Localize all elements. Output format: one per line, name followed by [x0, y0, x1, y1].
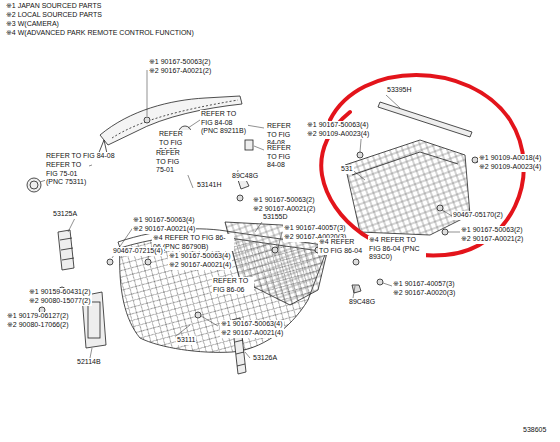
callout-number: ※1 90167-50063(4) [220, 320, 284, 329]
callout-number: ※1 90167-50063(4) [306, 121, 370, 130]
callout-number: ※1 90179-06127(2) [6, 312, 70, 321]
callout-number: ※2 90167-A0021(4) [132, 225, 196, 234]
figure-reference: REFER TO FIG 86-06 [212, 277, 254, 294]
callout-number: ※2 90109-A0023(4) [306, 130, 370, 139]
callout-number: 53141H [196, 181, 223, 190]
callout-number: ※2 90167-A0021(2) [460, 235, 524, 244]
callout-number: ※2 90080-15077(2) [28, 297, 92, 306]
callout-number: ※2 90167-A0021(4) [168, 261, 232, 270]
callout-number: 53111 [176, 336, 196, 345]
callout-number: ※2 90167-A0021(2) [148, 67, 212, 76]
figure-reference: REFER TO FIG 75-01 [155, 149, 191, 175]
callout-number: 53125A [52, 210, 78, 219]
callout-number: ※1 90167-40057(3) [283, 224, 347, 233]
callout-number: ※2 90167-A0020(3) [392, 289, 456, 298]
callout-number: ※1 90167-50063(2) [252, 196, 316, 205]
callout-number: ※1 JAPAN SOURCED PARTS [5, 2, 102, 11]
figure-reference: REFER TO FIG 84-08 (PNC 89211B) [200, 110, 248, 136]
callout-number: ※2 90167-A0021(4) [220, 329, 284, 338]
callout-number: 538605 [522, 426, 547, 435]
callout-number: ※2 90080-17066(2) [6, 321, 70, 330]
figure-reference: REFER TO FIG 84-08 [45, 152, 116, 161]
callout-number: ※1 90167-50063(4) [132, 216, 196, 225]
callout-number: ※3 W(CAMERA) [5, 20, 60, 29]
callout-number: ※1 90167-50063(2) [460, 226, 524, 235]
figure-reference: REFER TO FIG 84-08 [266, 144, 302, 170]
callout-number: ※2 90109-A0023(4) [478, 163, 542, 172]
figure-reference: REFER TO FIG 75-01 (PNC 75311) [45, 161, 89, 187]
figure-reference: ※4 REFER TO FIG 86-06 (PNC 86790B) [152, 234, 234, 251]
callout-number: ※1 90167-40057(3) [392, 280, 456, 289]
callout-number: 90467-05170(2) [452, 211, 504, 220]
callout-number: ※4 W(ADVANCED PARK REMOTE CONTROL FUNCTI… [5, 29, 195, 38]
callout-number: ※1 90167-50063(4) [168, 252, 232, 261]
callout-number: 531 [340, 165, 354, 174]
callout-number: 53395H [386, 86, 413, 95]
callout-number: 89C48G [348, 298, 376, 307]
callout-number: ※1 90109-A0018(4) [478, 154, 542, 163]
figure-reference: ※4 REFER TO FIG 86-04 [318, 238, 364, 255]
callout-number: 53155D [262, 213, 289, 222]
callout-number: ※1 90159-60431(2) [28, 288, 92, 297]
callout-number: ※1 90167-50063(2) [148, 58, 212, 67]
callout-number: 89C48G [231, 172, 259, 181]
figure-reference: ※4 REFER TO FIG 86-04 (PNC 893C0) [368, 236, 426, 262]
callout-number: 90467-07215(4) [112, 247, 164, 256]
callout-number: 52114B [76, 358, 102, 367]
callout-number: 53126A [252, 354, 278, 363]
callout-number: ※2 LOCAL SOURCED PARTS [5, 11, 103, 20]
